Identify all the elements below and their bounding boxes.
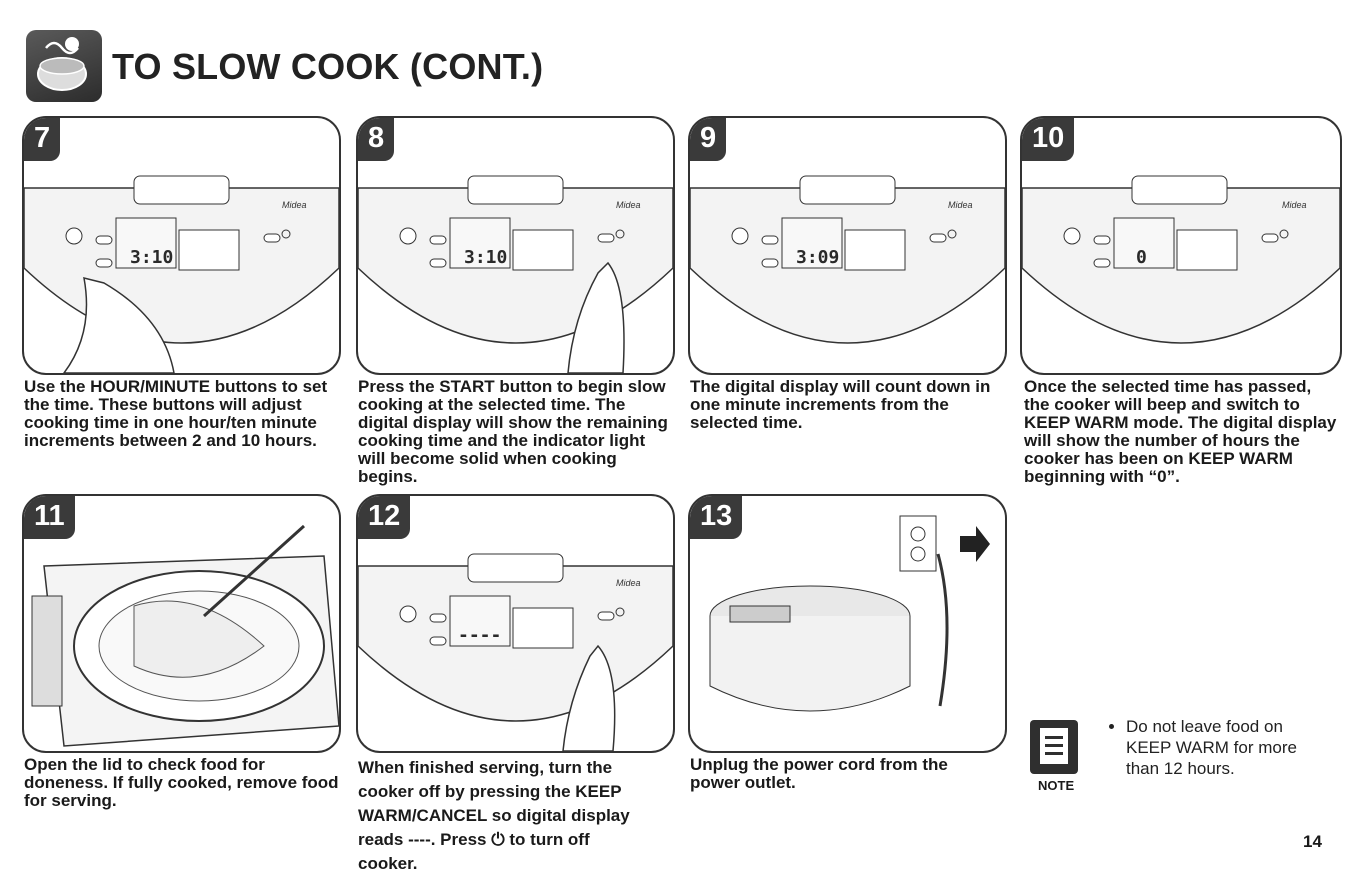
svg-text:Midea: Midea	[1282, 200, 1307, 210]
step-8-panel: 8 3:10 Midea	[356, 116, 675, 375]
step-13-caption: Unplug the power cord from the power out…	[690, 755, 948, 792]
note-icon	[1030, 720, 1078, 774]
page-number: 14	[1303, 832, 1322, 851]
unplug-illustration	[709, 515, 990, 712]
step-9-panel: 9 3:09 Midea	[688, 116, 1007, 375]
svg-text:3:10: 3:10	[130, 247, 173, 268]
step-10-badge: 10	[1022, 118, 1075, 161]
step-9-badge: 9	[690, 118, 727, 161]
step-7-panel: 7 3:10 Midea	[22, 116, 341, 375]
note-label: NOTE	[1038, 778, 1075, 793]
svg-text:0: 0	[1136, 247, 1147, 268]
step-8-caption: Press the START button to begin slow coo…	[358, 377, 668, 486]
open-cooker-illustration	[31, 524, 339, 747]
svg-text:3:10: 3:10	[464, 247, 507, 268]
step-7-caption: Use the HOUR/MINUTE buttons to set the t…	[24, 377, 328, 450]
slow-cook-icon	[26, 30, 102, 102]
svg-text:3:09: 3:09	[796, 247, 839, 268]
svg-text:Midea: Midea	[616, 200, 641, 210]
page-title: TO SLOW COOK (CONT.)	[112, 46, 544, 87]
svg-text:----: ----	[458, 625, 501, 646]
step-11-panel: 11	[22, 494, 341, 753]
step-13-panel: 13	[688, 494, 1007, 753]
step-10-panel: 10 0 Midea	[1020, 116, 1342, 375]
step-12-caption: When finished serving, turn the cooker o…	[358, 758, 630, 873]
step-8-badge: 8	[358, 118, 395, 161]
step-7-badge: 7	[24, 118, 61, 161]
step-13-badge: 13	[690, 496, 743, 539]
svg-text:Midea: Midea	[616, 578, 641, 588]
svg-text:Midea: Midea	[282, 200, 307, 210]
svg-text:Midea: Midea	[948, 200, 973, 210]
step-11-caption: Open the lid to check food for doneness.…	[24, 755, 339, 810]
step-12-badge: 12	[358, 496, 411, 539]
step-10-caption: Once the selected time has passed, the c…	[1024, 377, 1337, 486]
step-9-caption: The digital display will count down in o…	[690, 377, 991, 432]
control-panel-illustration: 3:10 Midea	[24, 175, 339, 373]
note-text: Do not leave food on KEEP WARM for more …	[1110, 716, 1330, 779]
control-panel-illustration: 3:10 Midea	[358, 175, 673, 373]
step-12-panel: 12 ---- Midea	[356, 494, 675, 753]
control-panel-illustration: 3:09 Midea	[690, 175, 1005, 344]
step-11-badge: 11	[24, 496, 75, 539]
control-panel-illustration: ---- Midea	[358, 553, 673, 751]
note-bullet: Do not leave food on KEEP WARM for more …	[1126, 716, 1330, 779]
control-panel-illustration: 0 Midea	[1022, 175, 1340, 344]
